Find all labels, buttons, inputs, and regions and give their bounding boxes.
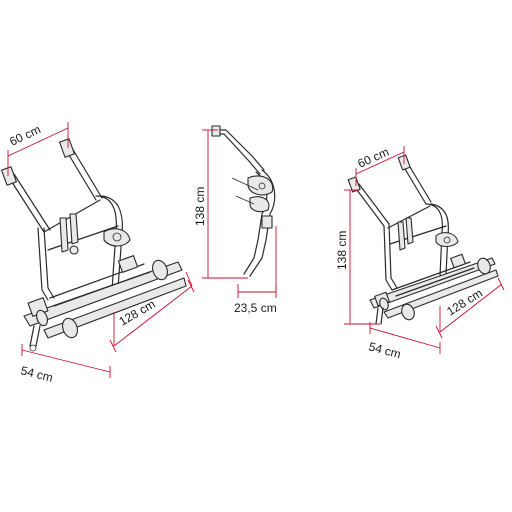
right-carrier-drawing	[347, 154, 499, 325]
middle-height-dimension: 138 cm	[193, 129, 248, 279]
middle-height-label: 138 cm	[193, 187, 207, 226]
right-width-dimension: 60 cm	[356, 145, 405, 186]
middle-depth-dimension: 23,5 cm	[234, 226, 277, 315]
right-width-label: 60 cm	[356, 145, 392, 171]
left-carrier-view: 60 cm 128 cm 54 cm	[1, 122, 195, 385]
middle-depth-label: 23,5 cm	[234, 301, 277, 315]
middle-carrier-drawing	[211, 125, 276, 277]
left-depth-label: 54 cm	[19, 363, 54, 384]
right-depth-dimension: 54 cm	[367, 322, 441, 361]
left-width-label: 60 cm	[7, 122, 43, 149]
right-height-label: 138 cm	[335, 231, 349, 270]
left-depth-dimension: 54 cm	[19, 344, 111, 385]
right-carrier-view: 60 cm 138 cm 128 cm 54 cm	[335, 145, 505, 361]
left-width-dimension: 60 cm	[7, 122, 69, 176]
middle-carrier-view: 138 cm 23,5 cm	[193, 125, 277, 315]
right-height-dimension: 138 cm	[335, 189, 380, 325]
right-depth-label: 54 cm	[367, 339, 402, 361]
left-carrier-drawing	[1, 138, 187, 352]
